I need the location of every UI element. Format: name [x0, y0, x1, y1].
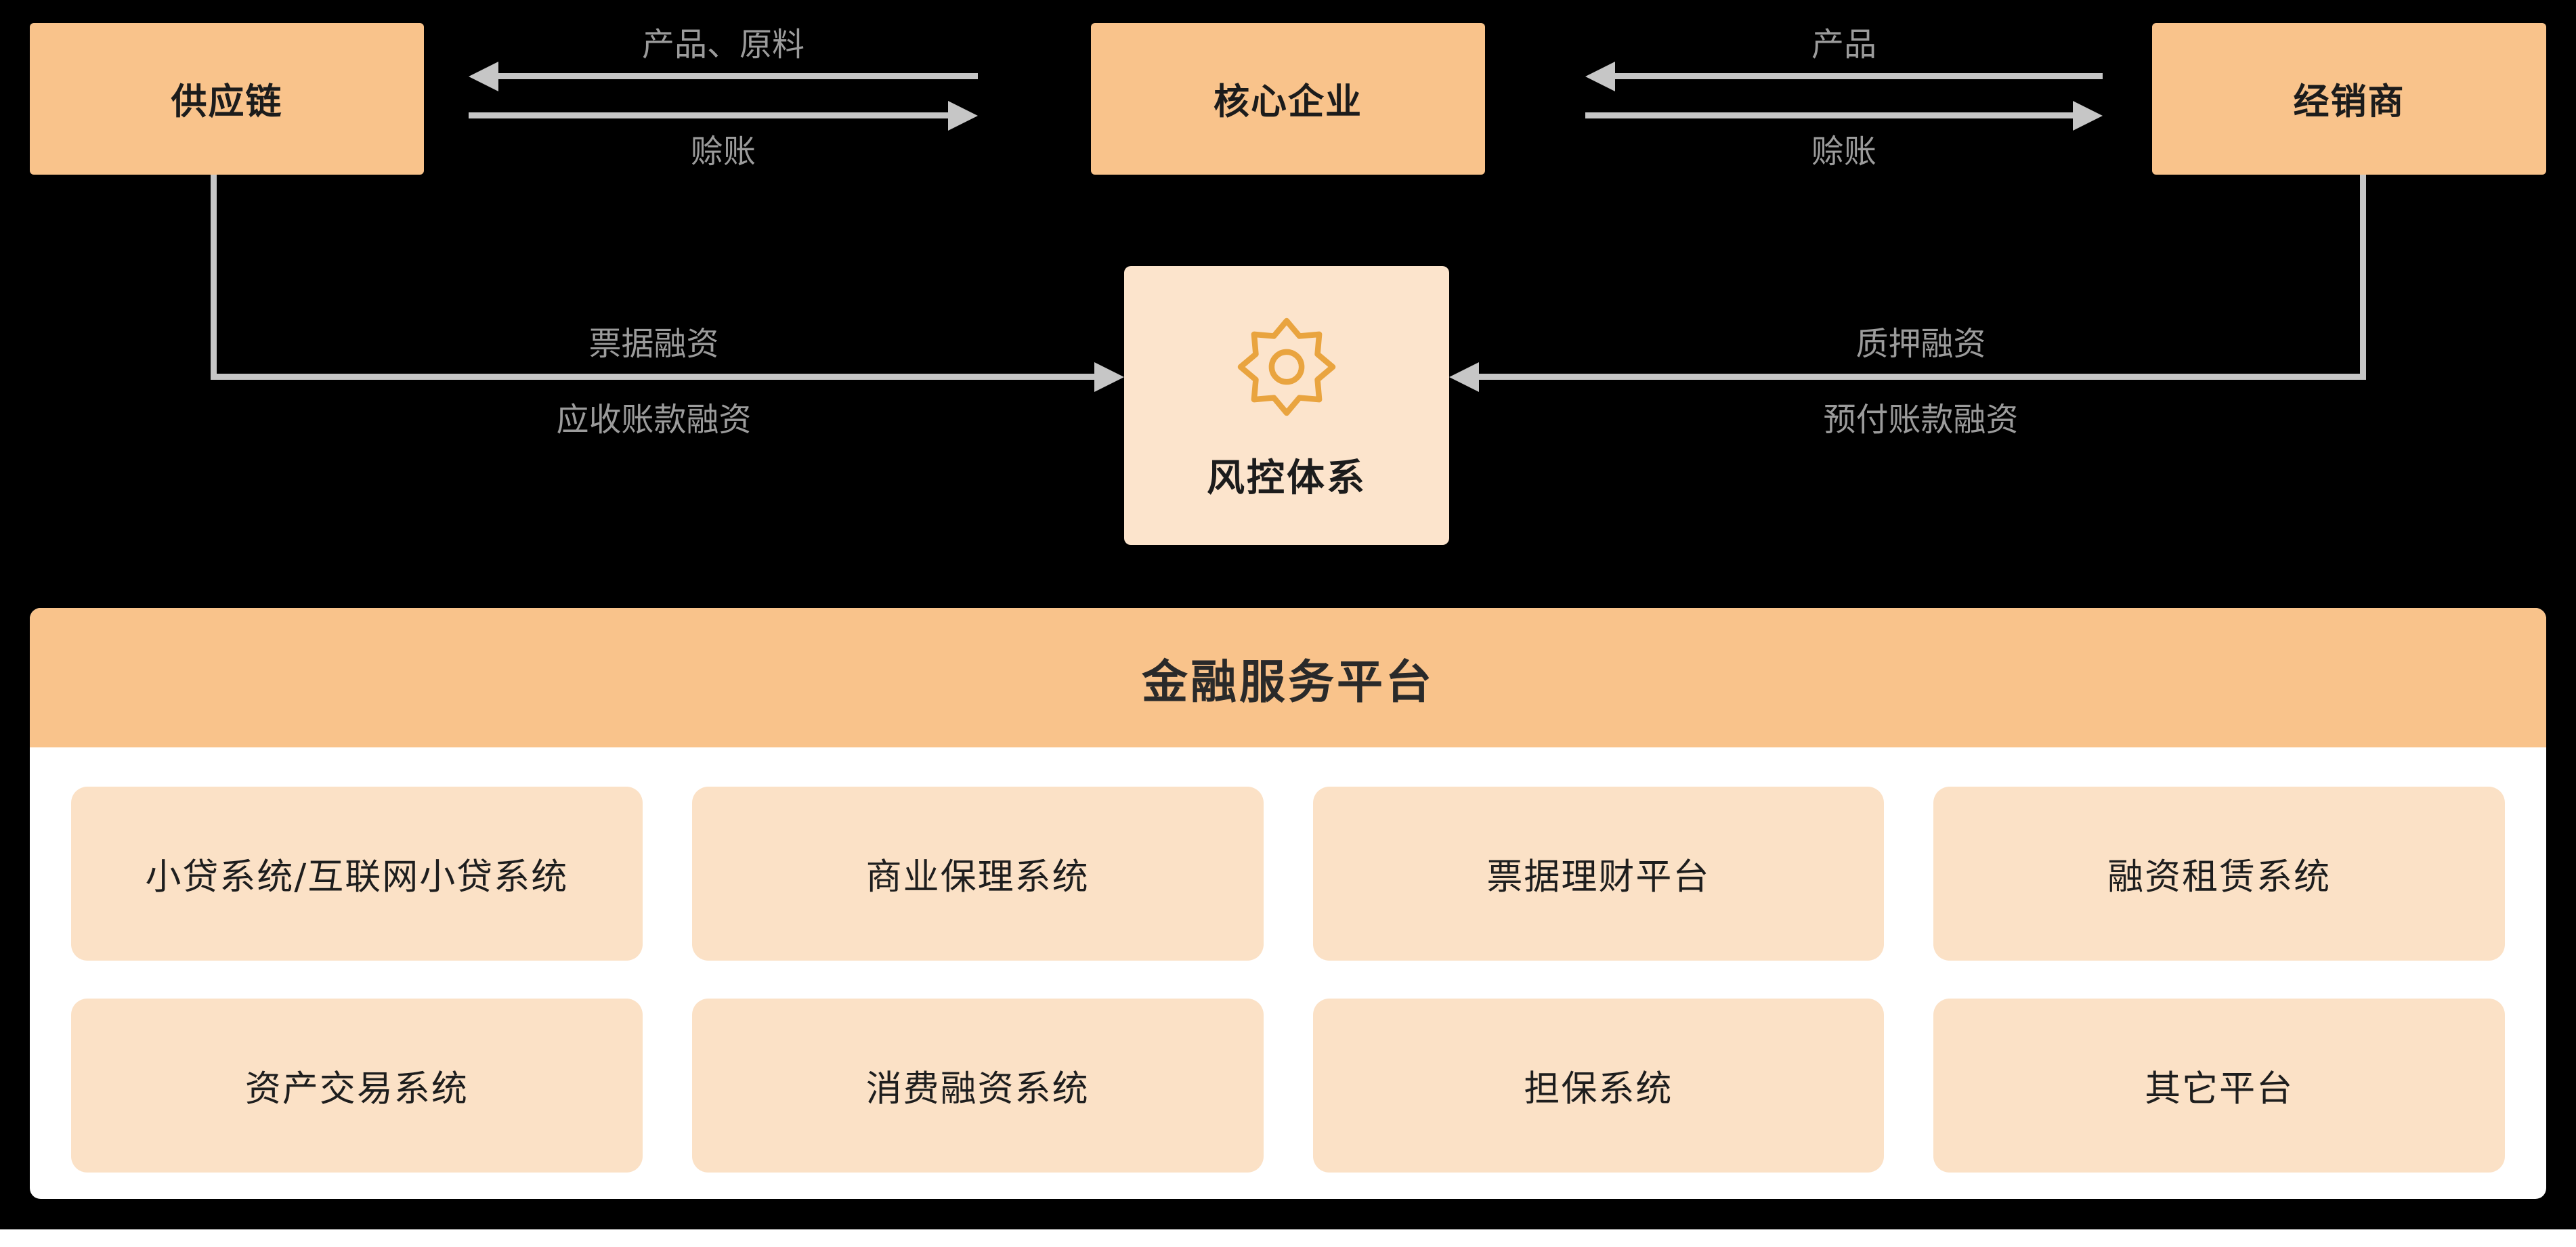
- node-distributor-label: 经销商: [2293, 81, 2405, 123]
- bottom-strip: [0, 1229, 2576, 1247]
- label-receivables-financing: 应收账款融资: [556, 401, 752, 439]
- platform-item-finance-leasing: 融资租赁系统: [1933, 787, 2505, 961]
- platform-panel: 金融服务平台 小贷系统/互联网小贷系统 商业保理系统 票据理财平台 融资租赁系统…: [30, 608, 2546, 1199]
- platform-item-microloan: 小贷系统/互联网小贷系统: [71, 787, 643, 961]
- node-risk-control-label: 风控体系: [1207, 456, 1367, 500]
- node-core-enterprise: 核心企业: [1091, 23, 1485, 175]
- arrow-right-icon: [469, 112, 948, 118]
- label-prepayment-financing: 预付账款融资: [1823, 401, 2019, 439]
- connector-right-arrow-icon: [1479, 374, 2363, 380]
- platform-item-asset-trading: 资产交易系统: [71, 999, 643, 1173]
- platform-item-guarantee: 担保系统: [1312, 999, 1885, 1173]
- node-core-enterprise-label: 核心企业: [1214, 81, 1362, 123]
- platform-item-bill-wealth: 票据理财平台: [1312, 787, 1885, 961]
- arrow-left-icon: [1615, 73, 2103, 79]
- flow-label-products: 产品: [1811, 26, 1876, 64]
- platform-title: 金融服务平台: [1141, 655, 1434, 709]
- node-supply-chain-label: 供应链: [171, 81, 283, 123]
- platform-item-commercial-factoring: 商业保理系统: [691, 787, 1264, 961]
- flow-label-credit-right: 赊账: [1811, 133, 1876, 171]
- node-supply-chain: 供应链: [30, 23, 424, 175]
- connector-left-vertical: [211, 175, 217, 380]
- label-pledge-financing: 质押融资: [1855, 325, 1986, 363]
- platform-item-other: 其它平台: [1933, 999, 2505, 1173]
- platform-panel-header: 金融服务平台: [30, 608, 2546, 747]
- flow-label-products-materials: 产品、原料: [641, 26, 804, 64]
- connector-right-vertical: [2360, 175, 2366, 380]
- connector-left-arrow-icon: [211, 374, 1094, 380]
- arrow-right-icon: [1585, 112, 2073, 118]
- arrow-left-icon: [498, 73, 978, 79]
- badge-gear-icon: [1237, 318, 1336, 416]
- node-risk-control: 风控体系: [1124, 266, 1449, 545]
- label-bill-financing: 票据融资: [588, 325, 719, 363]
- platform-item-consumer-finance: 消费融资系统: [691, 999, 1264, 1173]
- platform-grid: 小贷系统/互联网小贷系统 商业保理系统 票据理财平台 融资租赁系统 资产交易系统…: [30, 747, 2546, 1199]
- node-distributor: 经销商: [2152, 23, 2546, 175]
- flow-label-credit-left: 赊账: [690, 133, 756, 171]
